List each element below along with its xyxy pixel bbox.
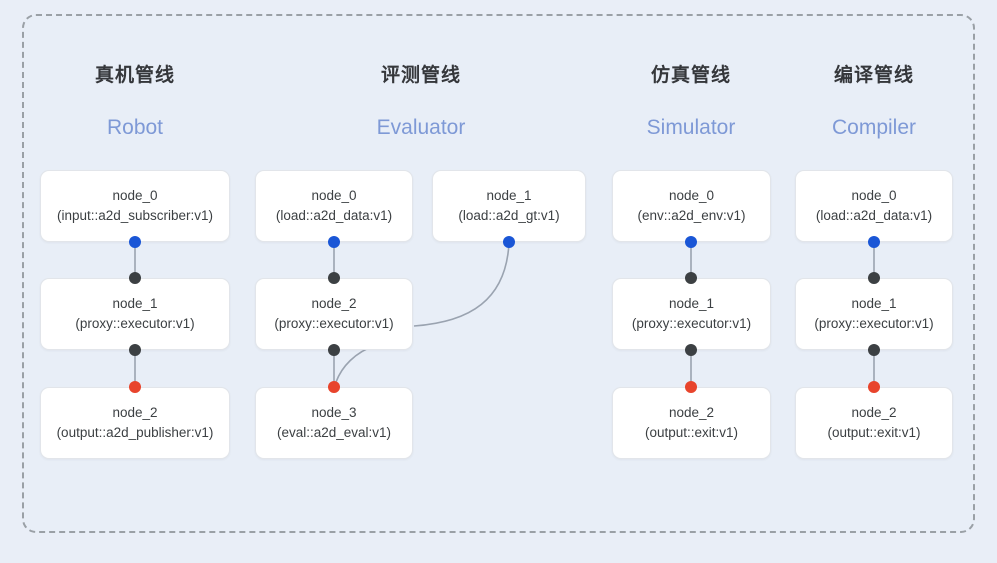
port-dot-compiler-out-0[interactable] <box>868 236 880 248</box>
column-header-compiler: 编译管线 Compiler <box>794 60 954 140</box>
node-robot-1[interactable]: node_1 (proxy::executor:v1) <box>40 278 230 350</box>
port-dot-simulator-out-1[interactable] <box>685 344 697 356</box>
node-robot-0[interactable]: node_0 (input::a2d_subscriber:v1) <box>40 170 230 242</box>
column-header-evaluator: 评测管线 Evaluator <box>341 60 501 140</box>
node-compiler-2[interactable]: node_2 (output::exit:v1) <box>795 387 953 459</box>
node-spec: (input::a2d_subscriber:v1) <box>56 208 214 223</box>
node-spec: (load::a2d_data:v1) <box>275 208 393 223</box>
node-simulator-0[interactable]: node_0 (env::a2d_env:v1) <box>612 170 771 242</box>
port-dot-compiler-in-1[interactable] <box>868 272 880 284</box>
column-title-cn-simulator: 仿真管线 <box>650 65 731 86</box>
node-evaluator-1[interactable]: node_1 (load::a2d_gt:v1) <box>432 170 586 242</box>
node-evaluator-0[interactable]: node_0 (load::a2d_data:v1) <box>255 170 413 242</box>
port-dot-evaluator-in-2[interactable] <box>328 272 340 284</box>
node-simulator-2[interactable]: node_2 (output::exit:v1) <box>612 387 771 459</box>
node-name: node_2 <box>311 296 357 312</box>
node-name: node_0 <box>112 188 158 204</box>
node-name: node_3 <box>311 405 357 421</box>
column-title-en-simulator: Simulator <box>646 116 736 139</box>
node-name: node_1 <box>486 188 532 204</box>
node-name: node_2 <box>851 405 897 421</box>
port-dot-robot-in-1[interactable] <box>129 272 141 284</box>
column-title-en-evaluator: Evaluator <box>376 116 466 139</box>
node-spec: (env::a2d_env:v1) <box>637 208 746 223</box>
port-dot-evaluator-out-1[interactable] <box>503 236 515 248</box>
node-spec: (eval::a2d_eval:v1) <box>276 425 392 440</box>
node-name: node_0 <box>851 188 897 204</box>
node-name: node_1 <box>668 296 715 312</box>
column-title-cn-robot: 真机管线 <box>94 65 175 86</box>
node-spec: (proxy::executor:v1) <box>274 316 394 331</box>
node-spec: (output::a2d_publisher:v1) <box>56 425 214 440</box>
port-dot-compiler-out-1[interactable] <box>868 344 880 356</box>
column-header-robot: 真机管线 Robot <box>55 60 215 140</box>
column-title-en-robot: Robot <box>106 116 164 139</box>
node-compiler-0[interactable]: node_0 (load::a2d_data:v1) <box>795 170 953 242</box>
node-evaluator-2[interactable]: node_2 (proxy::executor:v1) <box>255 278 413 350</box>
port-dot-compiler-in-2[interactable] <box>868 381 880 393</box>
node-name: node_0 <box>311 188 357 204</box>
node-evaluator-3[interactable]: node_3 (eval::a2d_eval:v1) <box>255 387 413 459</box>
node-spec: (load::a2d_data:v1) <box>815 208 933 223</box>
node-name: node_2 <box>112 405 158 421</box>
port-dot-evaluator-out-2[interactable] <box>328 344 340 356</box>
node-simulator-1[interactable]: node_1 (proxy::executor:v1) <box>612 278 771 350</box>
port-dot-simulator-in-2[interactable] <box>685 381 697 393</box>
node-spec: (proxy::executor:v1) <box>814 316 934 331</box>
node-name: node_1 <box>851 296 897 312</box>
port-dot-evaluator-out-0[interactable] <box>328 236 340 248</box>
port-dot-evaluator-in-3[interactable] <box>328 381 340 393</box>
node-spec: (load::a2d_gt:v1) <box>458 208 560 223</box>
node-spec: (output::exit:v1) <box>644 425 739 440</box>
port-dot-robot-out-0[interactable] <box>129 236 141 248</box>
node-name: node_1 <box>112 296 158 312</box>
column-header-simulator: 仿真管线 Simulator <box>611 60 771 140</box>
node-spec: (proxy::executor:v1) <box>631 316 752 331</box>
node-name: node_2 <box>668 405 715 421</box>
node-name: node_0 <box>668 188 715 204</box>
node-spec: (proxy::executor:v1) <box>75 316 195 331</box>
node-compiler-1[interactable]: node_1 (proxy::executor:v1) <box>795 278 953 350</box>
column-title-en-compiler: Compiler <box>831 116 917 139</box>
node-spec: (output::exit:v1) <box>827 425 921 440</box>
column-title-cn-compiler: 编译管线 <box>833 65 914 86</box>
node-robot-2[interactable]: node_2 (output::a2d_publisher:v1) <box>40 387 230 459</box>
column-title-cn-evaluator: 评测管线 <box>380 65 461 86</box>
port-dot-simulator-in-1[interactable] <box>685 272 697 284</box>
port-dot-robot-out-1[interactable] <box>129 344 141 356</box>
port-dot-robot-in-2[interactable] <box>129 381 141 393</box>
port-dot-simulator-out-0[interactable] <box>685 236 697 248</box>
